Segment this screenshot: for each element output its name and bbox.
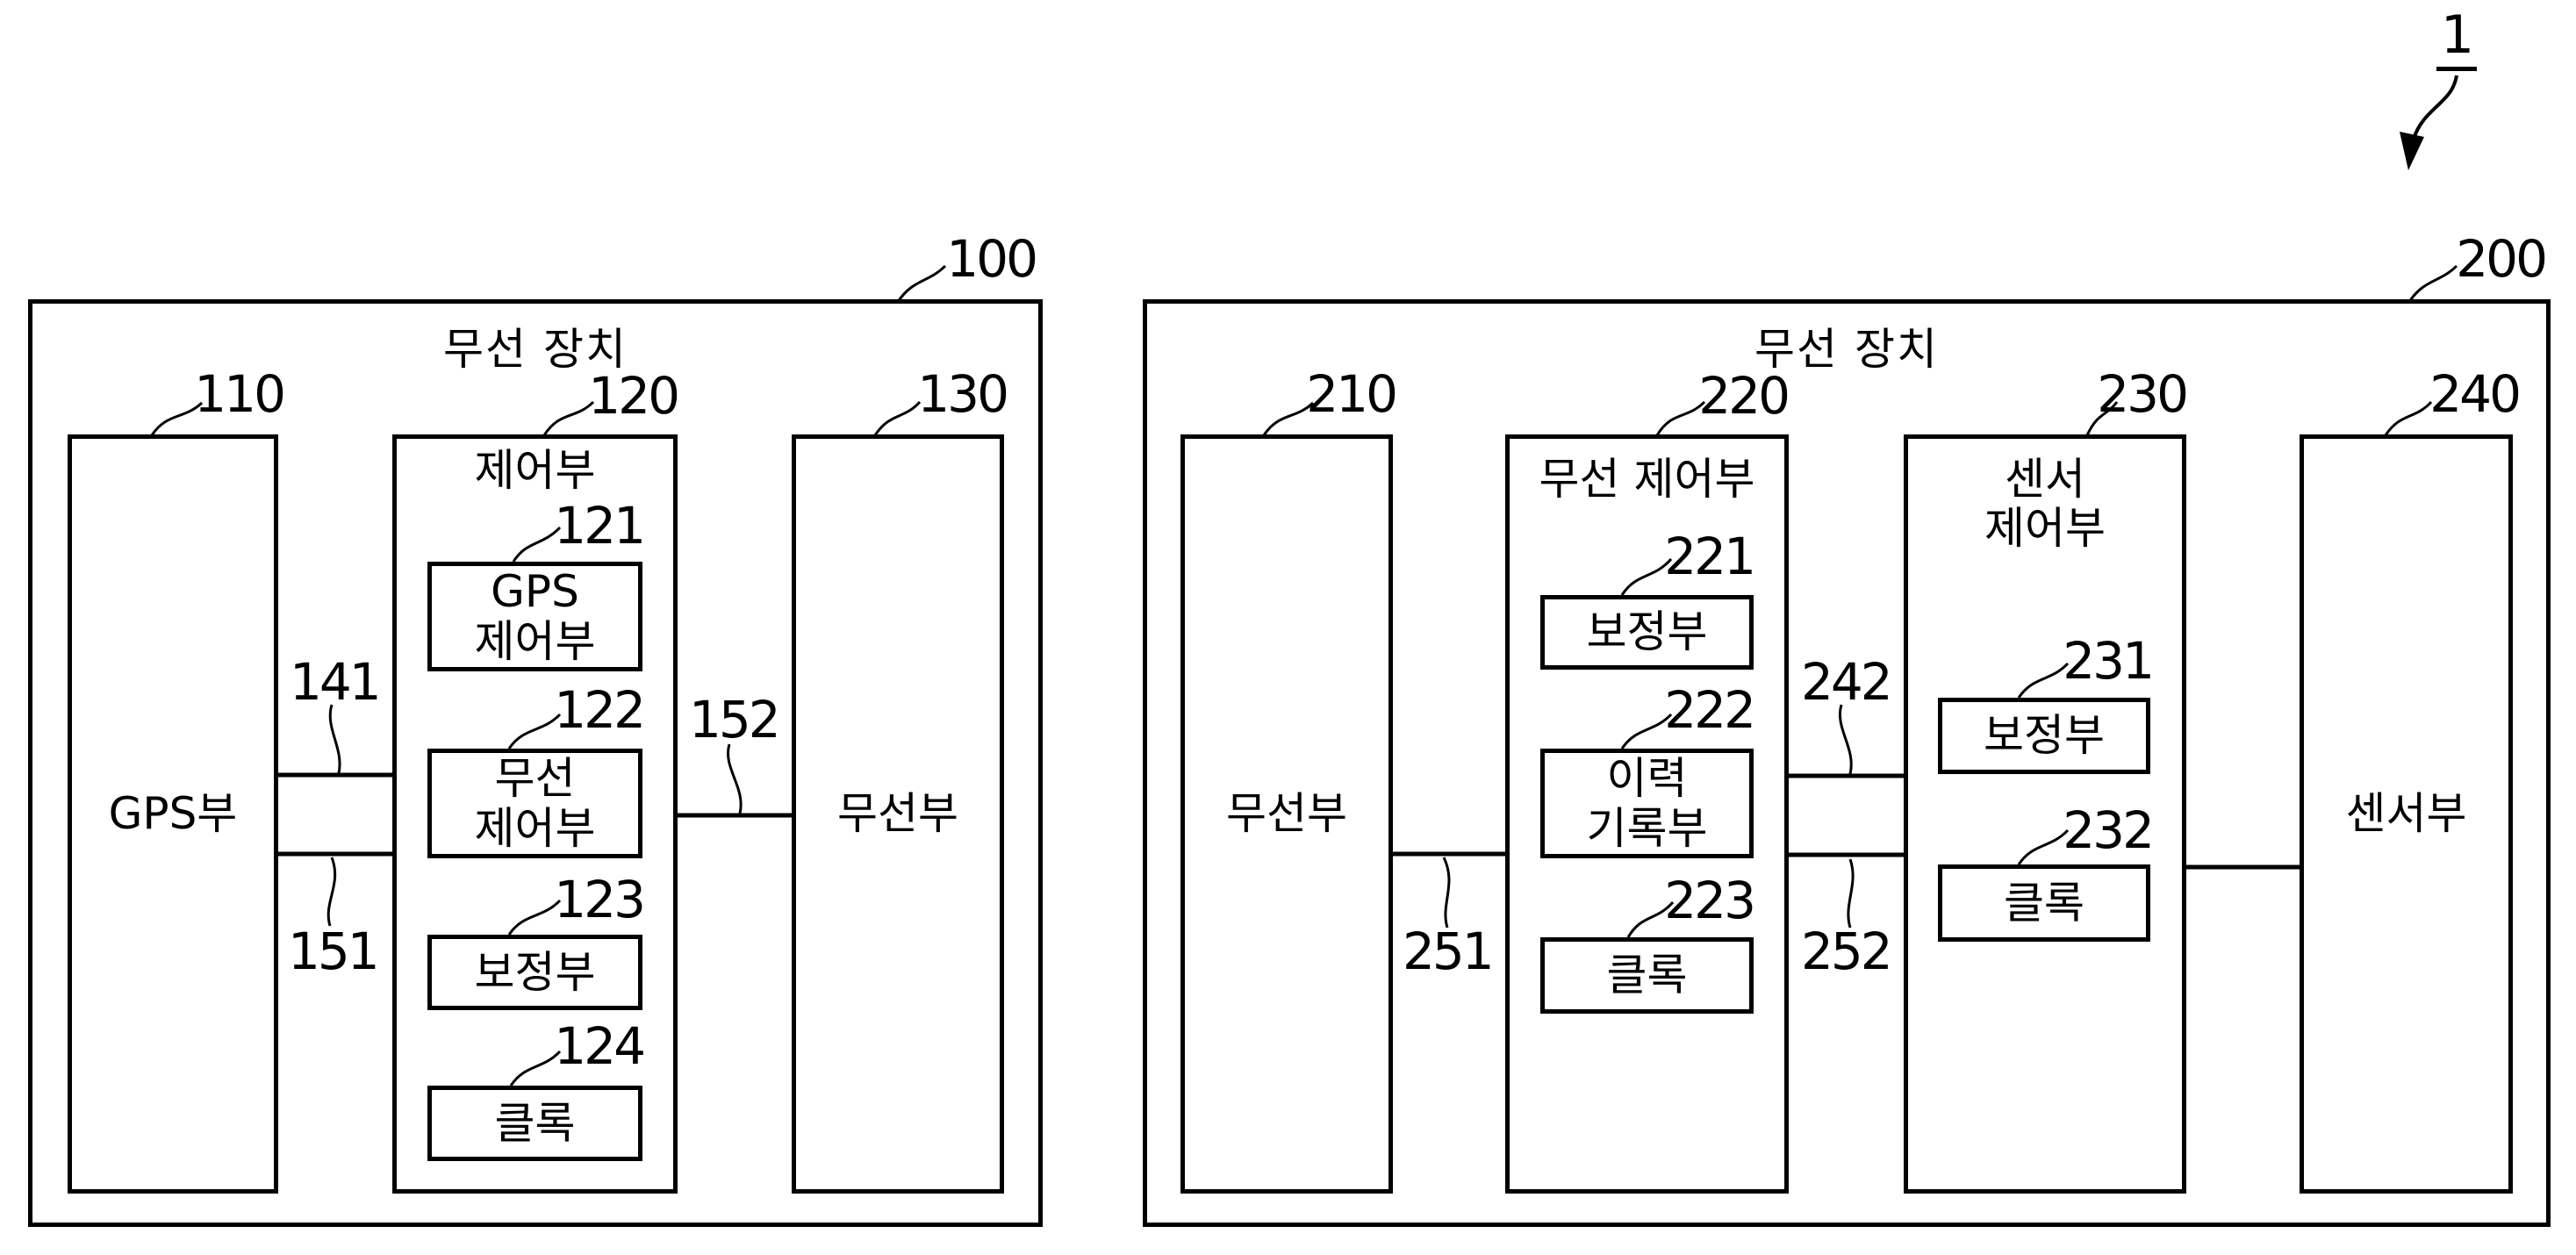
figure-number-underline [2436,67,2477,71]
ref-122: 122 [554,680,646,740]
device-200-title: 무선 장치 [1754,324,1939,375]
block-230-sensor-controller: 센서 제어부 [1904,434,2186,1194]
block-222-label: 이력 기록부 [1586,752,1708,854]
block-120-title: 제어부 [474,445,596,496]
device-100-title: 무선 장치 [443,324,628,375]
block-121-label: GPS 제어부 [474,565,596,667]
block-130-label: 무선부 [837,788,958,839]
block-210-radio-unit: 무선부 [1180,434,1393,1194]
ref-242: 242 [1801,652,1893,712]
ref-240: 240 [2429,364,2522,424]
ref-222: 222 [1664,680,1756,740]
block-210-label: 무선부 [1226,788,1347,839]
ref-223: 223 [1664,871,1756,930]
ref-152: 152 [689,690,781,749]
block-110-gps-unit: GPS부 [68,434,278,1194]
ref-230: 230 [2097,364,2189,424]
ref-210: 210 [1306,364,1398,424]
block-240-label: 센서부 [2345,788,2467,839]
ref-124: 124 [554,1016,646,1076]
ref-221: 221 [1664,527,1756,586]
figure-pointer-arrow [2412,75,2458,140]
ref-100: 100 [946,229,1038,289]
block-230-title: 센서 제어부 [1984,454,2106,554]
ref-123: 123 [554,870,646,929]
block-222-history-record-unit: 이력 기록부 [1540,749,1754,858]
ref-151: 151 [288,922,380,981]
block-110-label: GPS부 [108,788,238,839]
leader-100 [896,264,947,303]
ref-141: 141 [290,652,382,712]
block-121-gps-controller: GPS 제어부 [427,562,642,671]
ref-121: 121 [554,496,646,556]
ref-231: 231 [2063,631,2155,691]
ref-130: 130 [917,364,1009,424]
block-223-clock: 클록 [1540,937,1754,1014]
ref-110: 110 [194,364,286,424]
ref-251: 251 [1403,922,1495,981]
block-240-sensor-unit: 센서부 [2300,434,2513,1194]
leader-200 [2407,264,2458,303]
block-221-label: 보정부 [1586,606,1708,657]
block-220-title: 무선 제어부 [1539,454,1755,505]
block-223-label: 클록 [1606,950,1688,1000]
block-122-radio-controller: 무선 제어부 [427,749,642,858]
block-232-label: 클록 [2004,877,2084,929]
block-221-correction-unit: 보정부 [1540,595,1754,670]
block-122-label: 무선 제어부 [474,752,596,854]
block-124-label: 클록 [494,1097,576,1149]
block-130-radio-unit: 무선부 [792,434,1004,1194]
block-123-label: 보정부 [474,946,596,998]
figure-number: 1 [2440,4,2475,66]
ref-232: 232 [2063,800,2155,860]
figure-pointer-arrowhead [2400,132,2424,170]
block-124-clock: 클록 [427,1086,642,1161]
block-231-label: 보정부 [1984,710,2105,761]
ref-220: 220 [1698,366,1790,426]
ref-252: 252 [1801,922,1893,981]
ref-120: 120 [588,366,680,426]
block-231-correction-unit: 보정부 [1938,698,2150,774]
ref-200: 200 [2456,229,2548,289]
block-123-correction-unit: 보정부 [427,935,642,1010]
block-232-clock: 클록 [1938,864,2150,942]
